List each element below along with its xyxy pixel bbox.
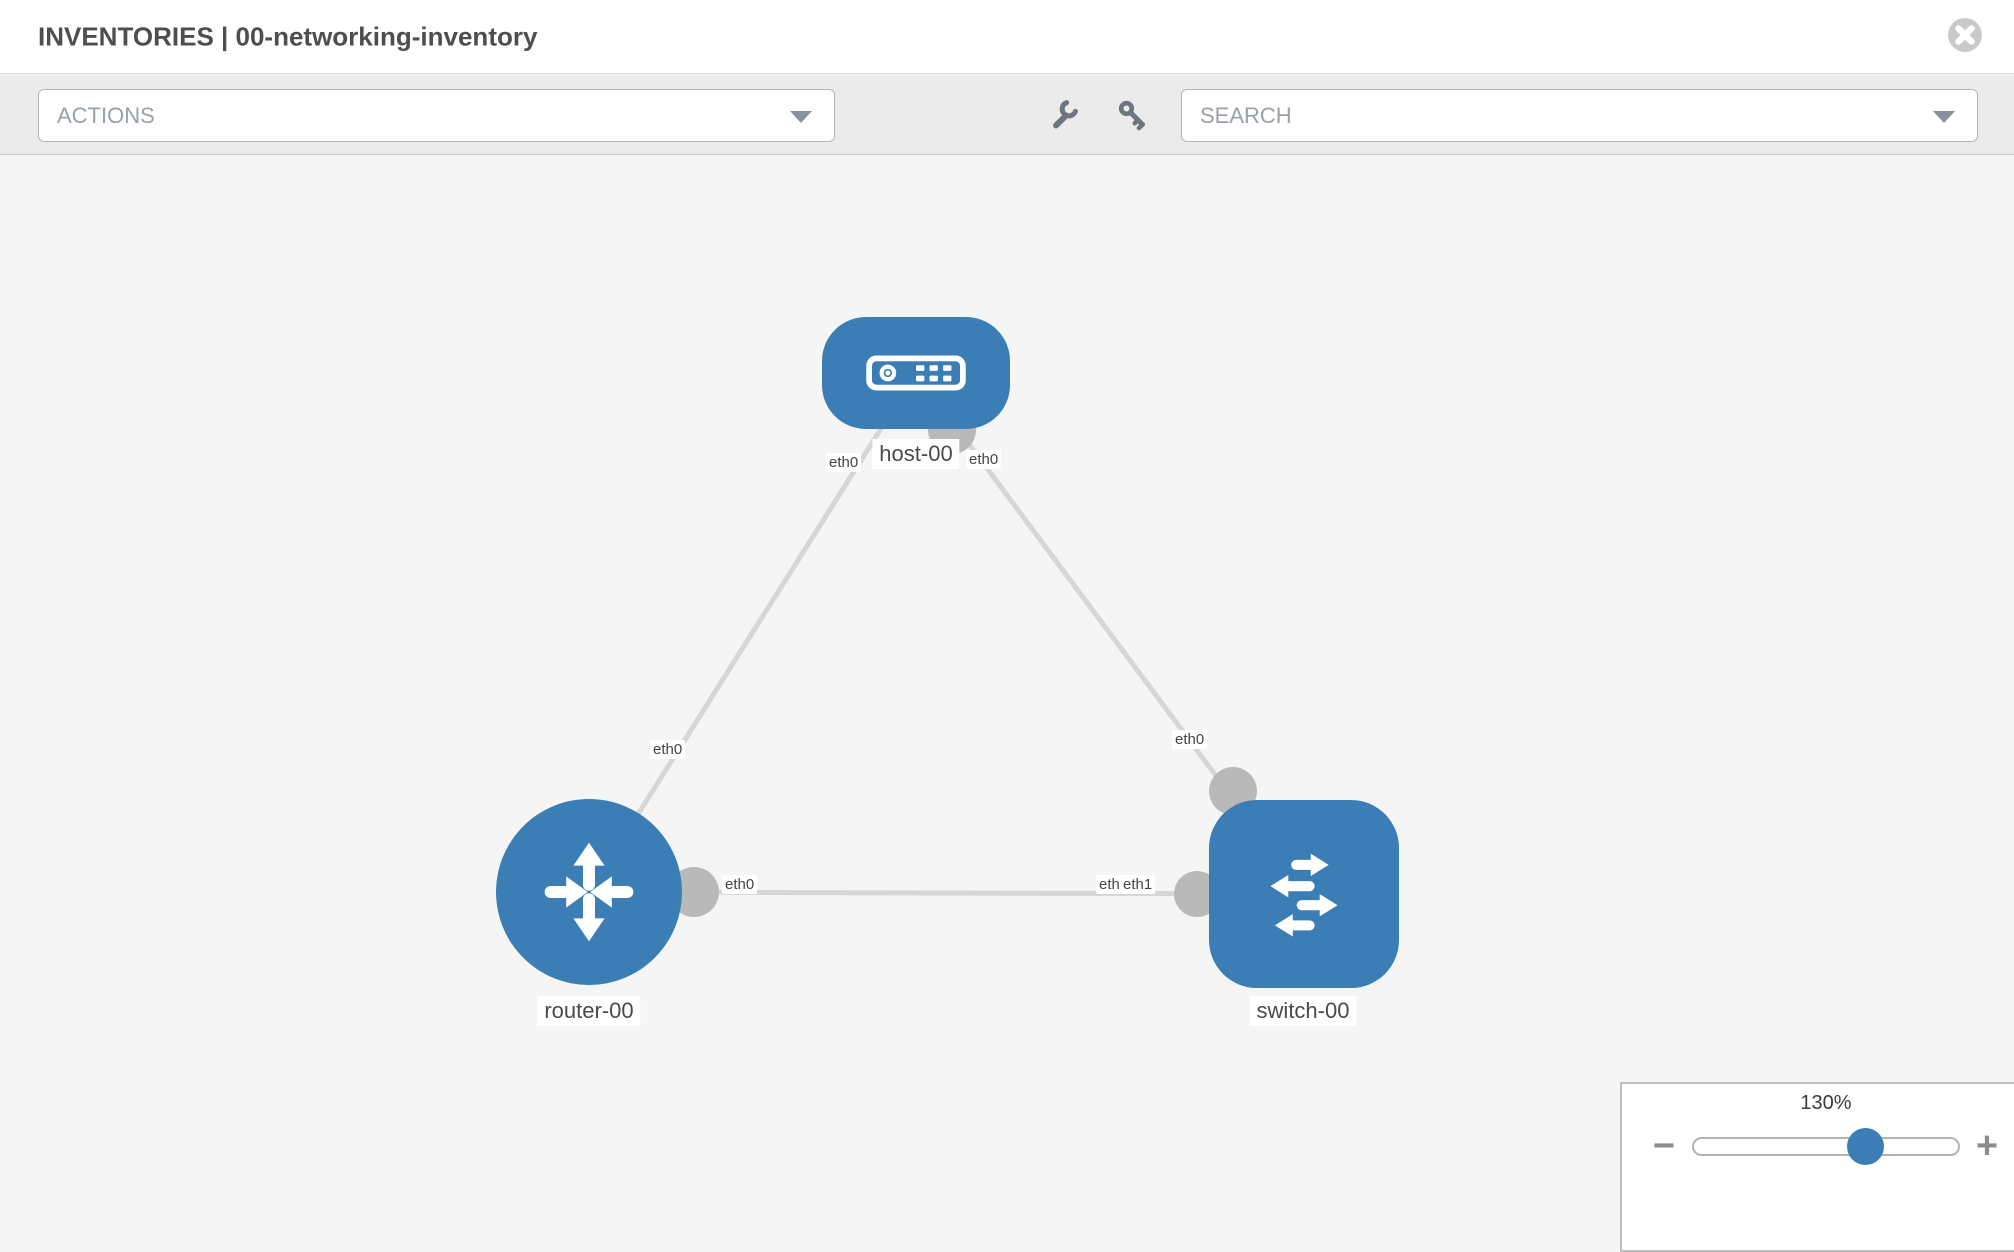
node-label-host: host-00 — [872, 439, 960, 469]
port-label: eth0 — [1172, 730, 1208, 749]
node-label-switch: switch-00 — [1249, 996, 1357, 1026]
chevron-down-icon — [1933, 111, 1955, 123]
router-icon — [544, 842, 634, 942]
node-router-00[interactable] — [496, 799, 682, 985]
page-header: INVENTORIES | 00-networking-inventory — [0, 0, 2014, 74]
actions-dropdown-label: ACTIONS — [57, 103, 155, 128]
port-label: eth0 — [722, 875, 758, 894]
port-label: eth1 — [1120, 875, 1156, 894]
actions-dropdown[interactable]: ACTIONS — [38, 89, 835, 142]
search-dropdown-label: SEARCH — [1200, 103, 1292, 128]
zoom-in-button[interactable]: + — [1975, 1125, 1999, 1167]
zoom-control-panel: 130% − + — [1620, 1082, 2014, 1252]
page-title: INVENTORIES | 00-networking-inventory — [38, 21, 538, 51]
zoom-level-value: 130% — [1800, 1092, 1852, 1114]
node-label-router: router-00 — [537, 996, 641, 1026]
link-host-router[interactable] — [586, 371, 919, 894]
port-label: eth0 — [650, 740, 686, 759]
links-layer — [586, 371, 1307, 917]
zoom-slider-thumb[interactable] — [1847, 1128, 1884, 1165]
zoom-slider-track[interactable] — [1692, 1137, 1960, 1156]
port-label: eth0 — [966, 450, 1002, 469]
chevron-down-icon — [790, 111, 812, 123]
close-icon — [1948, 18, 1982, 52]
interface-dot — [669, 867, 719, 917]
node-host-00[interactable] — [822, 317, 1010, 429]
close-button[interactable] — [1946, 16, 1984, 54]
port-label: eth0 — [826, 453, 862, 472]
topology-canvas[interactable]: host-00 router-00 switch-00 eth0 eth0 et… — [0, 156, 2014, 1200]
switch-icon — [1270, 853, 1338, 937]
credentials-button[interactable] — [1116, 98, 1150, 132]
interface-dot — [1174, 871, 1220, 917]
zoom-out-button[interactable]: − — [1652, 1125, 1676, 1167]
node-switch-00[interactable] — [1209, 800, 1399, 988]
wrench-icon — [1053, 100, 1078, 129]
search-dropdown[interactable]: SEARCH — [1181, 89, 1978, 142]
host-icon — [866, 355, 966, 391]
tools-button[interactable] — [1049, 98, 1083, 132]
key-icon — [1118, 100, 1145, 131]
toolbar: ACTIONS SEARCH — [0, 75, 2014, 155]
